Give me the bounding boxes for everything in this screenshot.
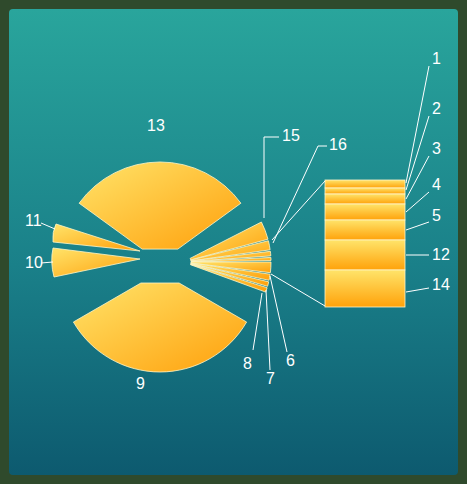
callout-number: 8 — [243, 355, 252, 373]
leader-line — [273, 146, 327, 243]
callout-number: 2 — [432, 100, 441, 118]
layer-rect — [325, 204, 405, 220]
leader-line — [406, 255, 429, 256]
leader-line — [406, 192, 429, 212]
sector — [191, 264, 268, 292]
leader-line — [41, 223, 55, 229]
callout-number: 7 — [266, 370, 275, 388]
callout-number: 1 — [432, 50, 441, 68]
callout-number: 15 — [282, 127, 300, 145]
callout-number: 5 — [432, 207, 441, 225]
layer-rect — [325, 188, 405, 194]
layer-rect — [325, 220, 405, 240]
leader-line — [406, 156, 429, 199]
layer-rect — [325, 270, 405, 307]
leader-line — [270, 276, 287, 352]
leader-line — [406, 116, 429, 190]
sector — [191, 264, 269, 287]
callout-number: 16 — [329, 136, 347, 154]
callout-number: 9 — [136, 375, 145, 393]
magnify-line — [271, 274, 325, 306]
callout-number: 10 — [25, 254, 43, 272]
callout-number: 12 — [432, 246, 450, 264]
callout-number: 3 — [432, 140, 441, 158]
callout-number: 6 — [286, 352, 295, 370]
callout-number: 11 — [25, 212, 42, 230]
sector — [73, 283, 246, 372]
layer-rect — [325, 240, 405, 270]
callout-number: 13 — [147, 117, 165, 135]
sector — [191, 257, 271, 262]
sector — [79, 162, 241, 249]
leader-line — [264, 137, 279, 218]
leader-line — [253, 293, 262, 350]
magnify-line — [272, 181, 325, 240]
callout-number: 4 — [432, 176, 441, 194]
leader-line — [41, 262, 53, 263]
sector — [191, 251, 271, 261]
leader-line — [266, 290, 270, 370]
sector — [191, 241, 270, 261]
sector — [52, 248, 140, 277]
leader-line — [406, 288, 429, 292]
sector — [53, 224, 140, 251]
callout-number: 14 — [432, 276, 450, 294]
layer-rect — [325, 180, 405, 188]
leader-line — [406, 66, 429, 183]
leader-line — [406, 222, 429, 230]
layer-rect — [325, 194, 405, 204]
